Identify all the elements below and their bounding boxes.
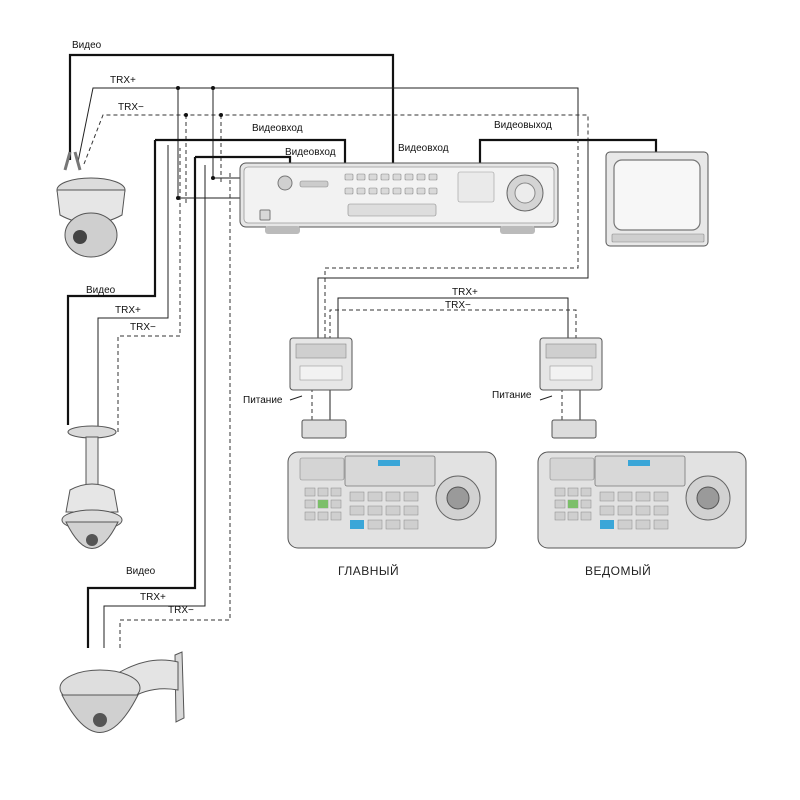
dvr-dpad <box>277 175 293 191</box>
dvr-foot-right <box>500 226 535 234</box>
label-keyboard-main: ГЛАВНЫЙ <box>338 563 399 578</box>
dvr-video-out-wire <box>478 138 658 165</box>
wiring <box>66 53 658 648</box>
jb-main-ports <box>299 365 343 381</box>
jb-main-terminals <box>295 343 347 359</box>
cam2-video-wire <box>66 140 157 425</box>
dvr-control-block <box>457 171 495 203</box>
kbd-main-left-panel <box>299 457 345 481</box>
junction-dot <box>184 113 188 117</box>
rj-connector-main <box>301 419 347 439</box>
label-cam2-video: Видео <box>86 285 116 296</box>
kbd-main-keys <box>304 487 419 530</box>
crt-monitor <box>605 151 709 247</box>
junction-dot <box>211 176 215 180</box>
monitor-control-strip <box>611 233 705 243</box>
cam2-trx-plus-wire <box>97 145 169 428</box>
junction-dot <box>176 196 180 200</box>
bus-vertical-2 <box>212 88 240 179</box>
dome-camera-1 <box>56 151 126 258</box>
junction-dot <box>219 113 223 117</box>
kbd-main-blue-key <box>350 520 364 529</box>
dvr-jog-center <box>514 182 536 204</box>
label-dvr-video-in-2: Видеовход <box>285 147 336 158</box>
keyboard-bus-trx-minus <box>329 309 577 340</box>
cam1-trx-plus-wire <box>77 87 579 163</box>
label-dvr-video-in-1: Видеовход <box>252 123 303 134</box>
label-cam2-trx-minus: TRX− <box>130 322 156 333</box>
jb-slave-ports <box>549 365 593 381</box>
power-main-lead <box>289 395 303 401</box>
label-cam3-trx-plus: TRX+ <box>140 592 166 603</box>
cam2-trx-minus-wire <box>117 148 181 432</box>
dvr-recorder <box>239 162 559 234</box>
junction-dot <box>211 86 215 90</box>
kbd-slave-green-key <box>568 500 578 508</box>
cam2-pole <box>85 436 99 486</box>
monitor-screen <box>613 159 701 231</box>
control-keyboard-main <box>287 451 497 549</box>
label-keyboard-slave: ВЕДОМЫЙ <box>585 563 651 578</box>
rj-connector-slave <box>551 419 597 439</box>
cam3-trx-plus-wire <box>103 165 206 648</box>
dvr-button-row <box>299 180 329 188</box>
cam1-dome <box>64 212 118 258</box>
dvr-foot-left <box>265 226 300 234</box>
kbd-main-green-key <box>318 500 328 508</box>
cam2-housing-top <box>65 483 119 513</box>
cam2-lens <box>86 534 98 546</box>
cam1-cable-stub <box>63 151 82 171</box>
wall-camera-3 <box>59 651 185 733</box>
cam1-lens <box>73 230 87 244</box>
keyboard-bus-loop-2 <box>317 140 589 342</box>
junction-dot <box>176 86 180 90</box>
kbd-slave-logo <box>628 460 650 466</box>
label-cam1-trx-minus: TRX− <box>118 102 144 113</box>
bus-vertical-1 <box>177 88 240 199</box>
kbd-main-joystick <box>446 486 470 510</box>
pendant-camera-2 <box>61 425 123 549</box>
label-dvr-video-out: Видеовыход <box>494 120 552 131</box>
cam2-ceiling-mount <box>67 425 117 439</box>
kbd-slave-joystick <box>696 486 720 510</box>
kbd-slave-lcd <box>594 455 686 487</box>
dvr-display-strip <box>347 203 437 217</box>
dvr-video-in-1-wire <box>155 138 347 165</box>
label-cam3-trx-minus: TRX− <box>168 605 194 616</box>
dvr-power-button <box>259 209 271 221</box>
label-cam1-trx-plus: TRX+ <box>110 75 136 86</box>
kbd-main-lcd <box>344 455 436 487</box>
keyboard-bus-loop-1 <box>324 132 579 342</box>
jb-slave-terminals <box>545 343 597 359</box>
labels: Видео TRX+ TRX− Видеовход Видеовход Виде… <box>72 40 651 616</box>
kbd-slave-blue-key <box>600 520 614 529</box>
label-cam3-video: Видео <box>126 566 156 577</box>
label-cam1-video: Видео <box>72 40 102 51</box>
label-power-slave: Питание <box>492 390 532 401</box>
label-bus-trx-minus: TRX− <box>445 300 471 311</box>
cam3-video-wire <box>86 157 197 648</box>
cam3-lens <box>93 713 107 727</box>
junction-box-main <box>289 337 353 439</box>
label-cam2-trx-plus: TRX+ <box>115 305 141 316</box>
kbd-main-logo <box>378 460 400 466</box>
label-dvr-video-in-3: Видеовход <box>398 143 449 154</box>
label-bus-trx-plus: TRX+ <box>452 287 478 298</box>
label-power-main: Питание <box>243 395 283 406</box>
cam1-video-wire <box>68 53 395 163</box>
power-slave-lead <box>539 395 553 401</box>
cam3-trx-minus-wire <box>119 170 231 648</box>
keyboard-bus-trx-plus <box>337 297 569 340</box>
junction-box-slave <box>539 337 603 439</box>
dvr-channel-buttons <box>344 173 438 195</box>
control-keyboard-slave <box>537 451 747 549</box>
cam1-trx-minus-wire <box>83 114 589 165</box>
kbd-slave-left-panel <box>549 457 595 481</box>
